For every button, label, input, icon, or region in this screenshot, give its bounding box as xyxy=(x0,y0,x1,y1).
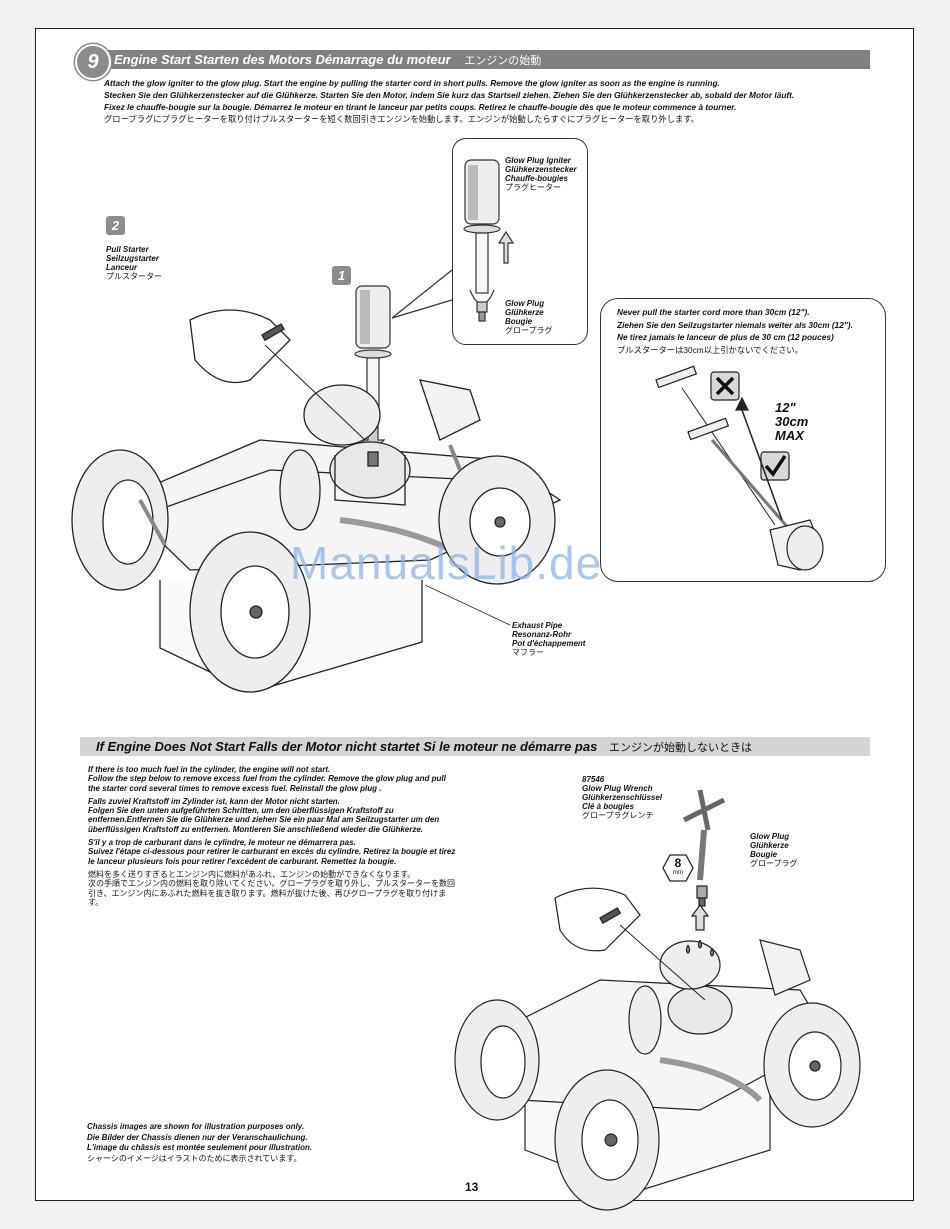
instruction-de: Stecken Sie den Glühkerzenstecker auf di… xyxy=(104,90,795,100)
step-tag-2: 2 xyxy=(106,216,125,235)
max-pull-length: 12" 30cm MAX xyxy=(775,400,809,443)
engine-start-instructions: Attach the glow igniter to the glow plug… xyxy=(104,77,794,125)
wrench-size-unit: mm xyxy=(673,870,683,876)
starter-warning-callout xyxy=(600,298,886,582)
instruction-jp: グロープラグにプラグヒーターを取り付けプルスターターを短く数回引きエンジンを始動… xyxy=(104,114,700,124)
section-header-no-start: If Engine Does Not Start Falls der Motor… xyxy=(80,737,870,756)
section-title-jp: エンジンの始動 xyxy=(464,55,542,67)
starter-warning-text: Never pull the starter cord more than 30… xyxy=(617,307,853,355)
wrench-size-badge xyxy=(662,854,694,882)
section2-title-jp: エンジンが始動しないときは xyxy=(608,742,752,754)
step-tag-1: 1 xyxy=(332,266,351,285)
no-start-instructions: If there is too much fuel in the cylinde… xyxy=(88,765,456,907)
section-title: Engine Start Starten des Motors Démarrag… xyxy=(114,52,451,67)
section2-title: If Engine Does Not Start Falls der Motor… xyxy=(96,739,598,754)
step-number-badge: 9 xyxy=(75,44,111,80)
wrench-size-value: 8 xyxy=(674,856,682,870)
chassis-footnote: Chassis images are shown for illustratio… xyxy=(87,1122,313,1163)
instruction-fr: Fixez le chauffe-bougie sur la bougie. D… xyxy=(104,102,737,112)
section-header-engine-start: Engine Start Starten des Motors Démarrag… xyxy=(90,50,870,69)
instruction-en: Attach the glow igniter to the glow plug… xyxy=(104,78,720,88)
page-number: 13 xyxy=(465,1180,479,1194)
watermark: ManualsLib.de xyxy=(290,537,603,589)
